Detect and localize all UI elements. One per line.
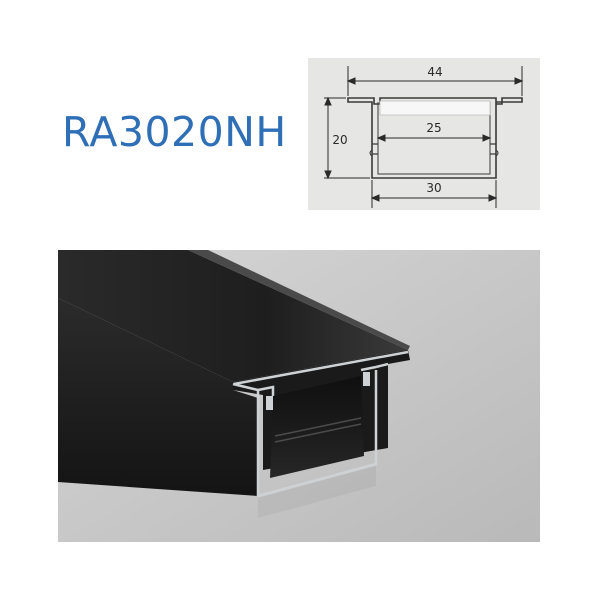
dim-height-label: 20 bbox=[332, 133, 347, 147]
dim-inner-width-label: 25 bbox=[426, 121, 441, 135]
profile-reflection bbox=[258, 466, 376, 518]
clip-right bbox=[363, 372, 370, 386]
product-photo bbox=[58, 250, 540, 542]
dim-bottom-width bbox=[370, 180, 498, 208]
profile-side-surface bbox=[58, 298, 258, 496]
model-name: RA3020NH bbox=[62, 108, 287, 156]
cross-section-svg: 44 25 30 bbox=[308, 58, 540, 210]
profile-top-surface bbox=[58, 250, 408, 382]
profile-aluminum-edges bbox=[232, 350, 409, 498]
profile-top-edge-right bbox=[188, 250, 410, 350]
profile-inner-ribs bbox=[274, 417, 362, 443]
dim-top-width-label: 44 bbox=[427, 65, 442, 79]
dim-inner-width bbox=[376, 134, 492, 142]
product-photo-svg bbox=[58, 250, 540, 542]
drawing-background bbox=[308, 58, 540, 210]
dim-top-width bbox=[346, 66, 524, 96]
dim-height bbox=[324, 96, 370, 180]
diffuser-cover bbox=[379, 100, 491, 116]
cross-section-drawing: 44 25 30 bbox=[308, 58, 540, 210]
dim-bottom-width-label: 30 bbox=[426, 181, 441, 195]
clip-left bbox=[266, 396, 273, 410]
